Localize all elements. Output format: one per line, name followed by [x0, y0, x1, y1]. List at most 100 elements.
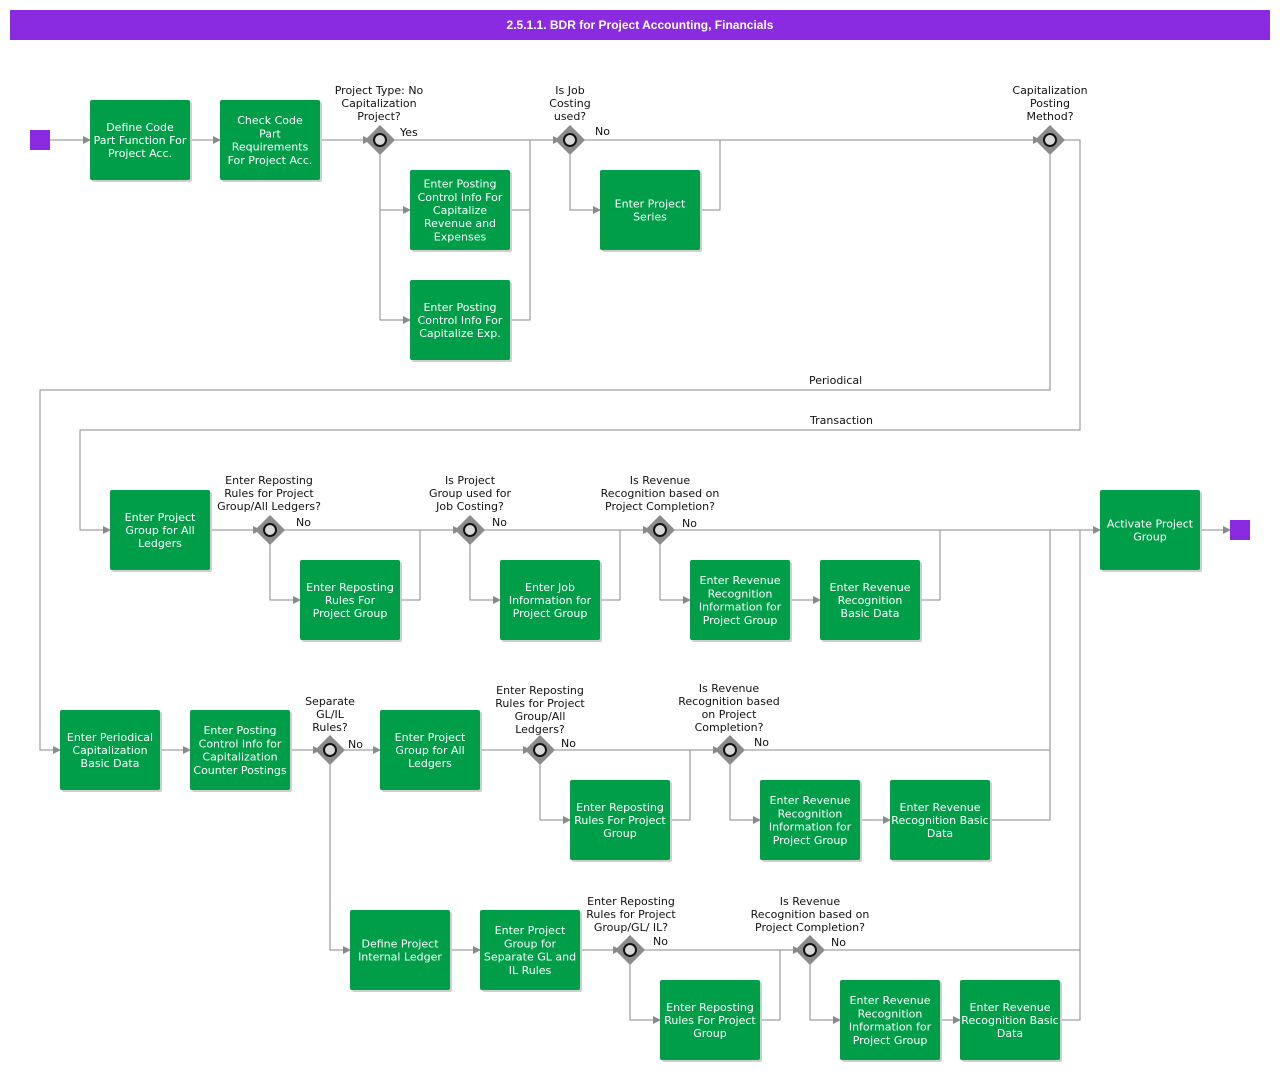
task-label-line: Recognition [778, 807, 843, 820]
sequence-flow [1060, 950, 1081, 1021]
task-label-line: Recognition [708, 587, 773, 600]
task-label-line: Recognition [858, 1007, 923, 1020]
sequence-flow [659, 538, 691, 604]
gateway-g2 [555, 125, 585, 155]
task-label-line: Part Function For [94, 134, 187, 147]
task-label-line: Project Group [513, 607, 588, 620]
task-label-line: Expenses [434, 230, 487, 243]
task-label-line: Part [259, 127, 281, 140]
flow-label-no: No [561, 737, 576, 750]
gateway-label-line: Posting [1030, 97, 1070, 110]
sequence-flow [990, 750, 1051, 821]
gateway-label-line: Is Revenue [780, 895, 841, 908]
gateway-label-line: Group/All [515, 710, 566, 723]
task-label-line: Rules For Project [574, 814, 666, 827]
sequence-flow [809, 958, 841, 1024]
task-label-line: Project Acc. [108, 147, 172, 160]
task-label-line: Enter Project [615, 197, 686, 210]
task-label-line: Capitalization [72, 744, 147, 757]
gateway-label-line: Project Completion? [605, 500, 715, 513]
task-label-line: Enter Job [525, 581, 575, 594]
gateway-label-line: Is Revenue [630, 474, 691, 487]
task-label-line: Enter Posting [423, 301, 496, 314]
task-label-line: Enter Revenue [830, 581, 911, 594]
sequence-flow [400, 530, 421, 601]
gateway-g7 [315, 735, 345, 765]
flow-label-no: No [682, 517, 697, 530]
sequence-flow [79, 139, 1081, 534]
task-label-line: Define Project [361, 937, 439, 950]
task-label-line: Enter Project [125, 511, 196, 524]
gateway-label-line: Recognition based on [601, 487, 720, 500]
task-label-line: Enter Revenue [850, 994, 931, 1007]
flow-label-no: No [348, 738, 363, 751]
task-label-line: Control Info for [199, 737, 282, 750]
task-label-line: Data [927, 827, 953, 840]
flow-label-no: No [296, 516, 311, 529]
task-label-line: Ledgers [138, 537, 182, 550]
task-label-line: Capitalize [433, 204, 487, 217]
gateway-g1 [365, 125, 395, 155]
flow-label-transaction: Transaction [809, 414, 873, 427]
gateway-g5 [455, 515, 485, 545]
sequence-flow [539, 758, 571, 824]
task-label-line: Basic Data [841, 607, 900, 620]
task-label-line: Recognition Basic [891, 814, 988, 827]
task-label-line: Internal Ledger [358, 951, 442, 964]
task-label-line: Enter Periodical [67, 731, 153, 744]
task-label-line: Enter Revenue [900, 801, 981, 814]
gateway-g8 [525, 735, 555, 765]
gateway-label-line: Rules for Project [586, 908, 676, 921]
task-label-line: Activate Project [1107, 517, 1194, 530]
task-label-line: Check Code [237, 114, 303, 127]
task-label-line: Group for [504, 937, 557, 950]
gateway-label-line: Costing [549, 97, 590, 110]
gateway-label-line: Enter Reposting [225, 474, 313, 487]
sequence-flow [729, 758, 761, 824]
gateway-label-line: Group/All Ledgers? [217, 500, 321, 513]
task-label-line: Project Group [313, 607, 388, 620]
task-label-line: Information for [769, 821, 852, 834]
task-label-line: Basic Data [81, 757, 140, 770]
task-label-line: Rules For [325, 594, 376, 607]
gateway-g9 [715, 735, 745, 765]
diagram-title: 2.5.1.1. BDR for Project Accounting, Fin… [10, 10, 1270, 40]
gateway-label-line: Capitalization [341, 97, 416, 110]
task-label-line: Recognition Basic [961, 1014, 1058, 1027]
task-label-line: IL Rules [509, 964, 552, 977]
gateway-g11 [795, 935, 825, 965]
task-label-line: Rules For Project [664, 1014, 756, 1027]
sequence-flow [920, 530, 941, 601]
gateway-label-line: Group/GL/ IL? [594, 921, 668, 934]
sequence-flow [469, 538, 501, 604]
task-label-line: Project Group [703, 614, 778, 627]
sequence-flow [329, 758, 351, 954]
task-label-line: Enter Reposting [306, 581, 394, 594]
flow-label-no: No [831, 936, 846, 949]
task-label-line: Group for All [395, 744, 464, 757]
task-label-line: Control Info For [418, 314, 503, 327]
